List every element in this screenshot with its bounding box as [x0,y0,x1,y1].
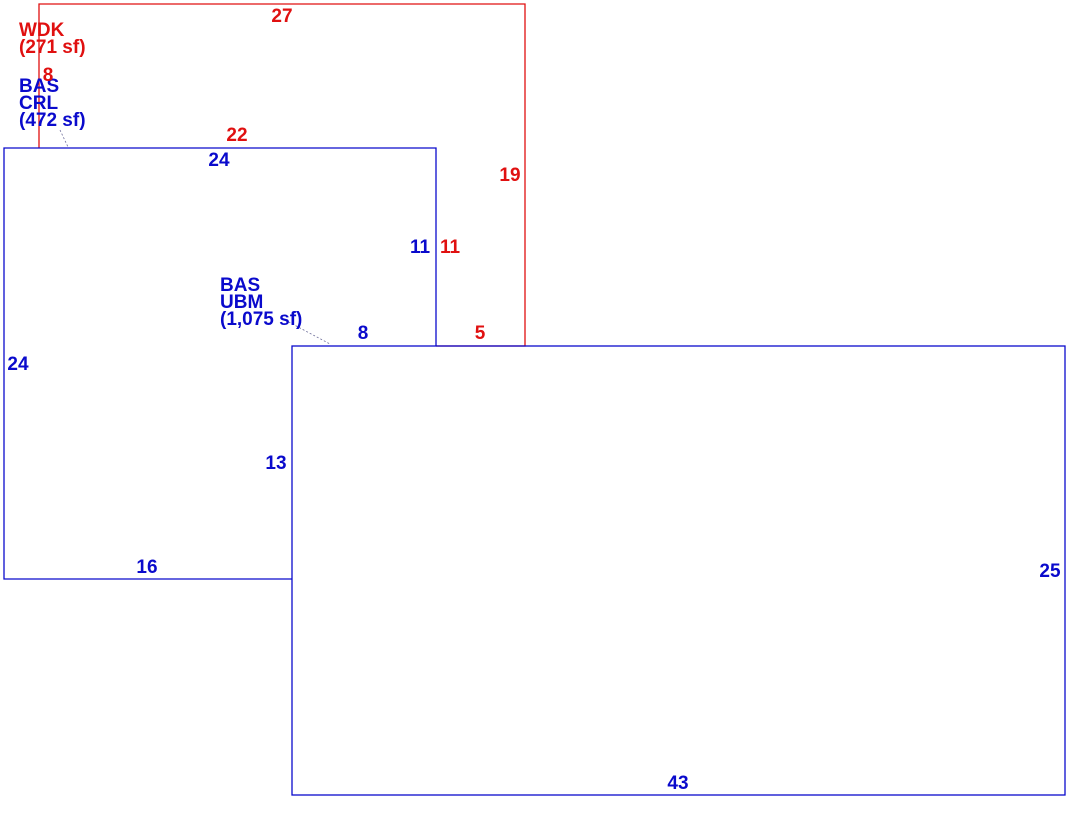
wdk-dim-right: 19 [499,165,520,186]
crl-leader-line [59,129,69,148]
crl-area-prefix: BAS [19,76,59,97]
ubm-area-prefix: BAS [220,275,260,296]
ubm-area-label: BAS UBM (1,075 sf) [220,275,302,330]
wdk-dim-top: 27 [271,6,292,27]
wdk-dim-inner: 8 [43,65,54,86]
crl-outline [3,147,437,580]
wdk-dim-mid: 11 [440,237,461,258]
ubm-dim-right: 25 [1039,561,1061,582]
ubm-dim-bottom: 43 [667,773,688,794]
crl-area-code: CRL [19,93,58,114]
ubm-dim-inner: 13 [265,453,286,474]
wdk-dim-bottom: 5 [475,323,486,344]
ubm-area-code: UBM [220,292,263,313]
crl-area-label: BAS CRL (472 sf) [19,76,86,131]
crl-area-size: (472 sf) [19,110,86,131]
crl-dim-bottom: 16 [136,557,157,578]
wdk-outline [38,3,526,347]
crl-dim-left: 24 [7,354,29,375]
crl-dim-mid: 11 [410,237,431,258]
ubm-leader-line [284,319,331,345]
ubm-area-size: (1,075 sf) [220,309,302,330]
crl-dim-top: 24 [208,150,230,171]
ubm-outline [291,345,1066,796]
wdk-area-label: WDK (271 sf) [19,20,86,58]
wdk-area-size: (271 sf) [19,37,86,58]
wdk-area-code: WDK [19,20,65,41]
ubm-dim-step: 8 [358,323,369,344]
wdk-dim-ledge: 22 [226,125,247,146]
